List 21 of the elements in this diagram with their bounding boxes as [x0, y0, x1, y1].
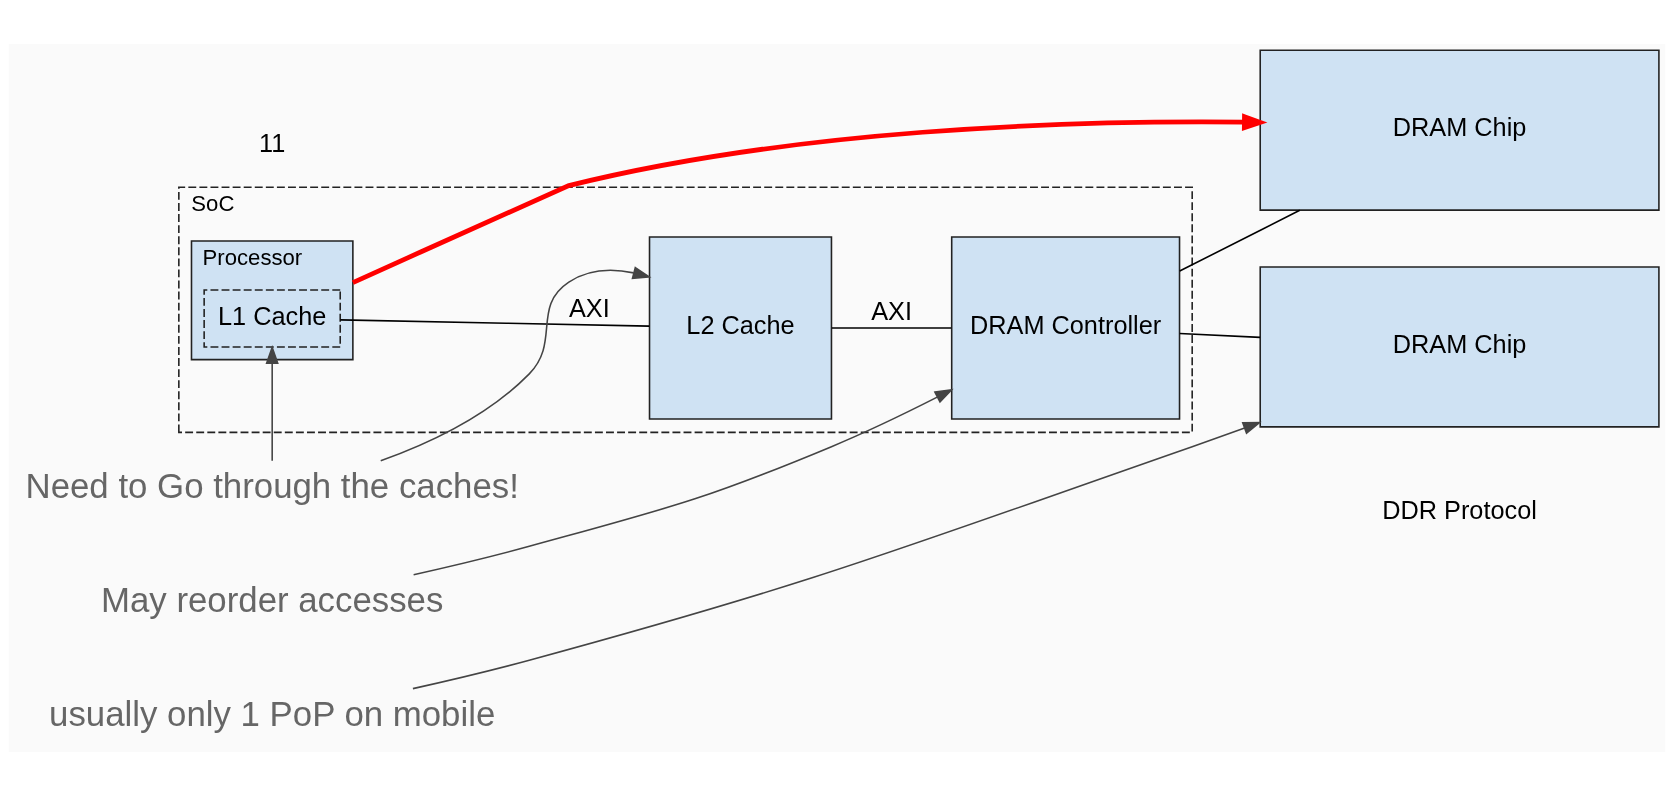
connector [1178, 332, 1261, 338]
arrow [412, 421, 1262, 689]
label: 11 [259, 128, 286, 157]
node-text: Need to Go through the caches! [25, 465, 519, 505]
connector [339, 318, 651, 327]
label: DDR Protocol [1382, 495, 1537, 524]
edge-label: AXI [871, 296, 912, 325]
node-box: L2 Cache [648, 235, 833, 420]
arrow [265, 344, 279, 461]
arrow [379, 265, 652, 462]
connector [830, 326, 953, 329]
node-box: DRAM Controller [950, 235, 1181, 420]
node-text: usually only 1 PoP on mobile [49, 693, 496, 733]
node-text: May reorder accesses [101, 579, 444, 619]
node-box: DRAM Chip [1259, 49, 1660, 211]
arrow [412, 388, 954, 576]
edge-label: AXI [569, 293, 610, 322]
node-box: DRAM Chip [1259, 265, 1660, 428]
arrow [351, 112, 1268, 285]
connector [1178, 209, 1301, 272]
node-box: L1 Cache [203, 288, 341, 348]
